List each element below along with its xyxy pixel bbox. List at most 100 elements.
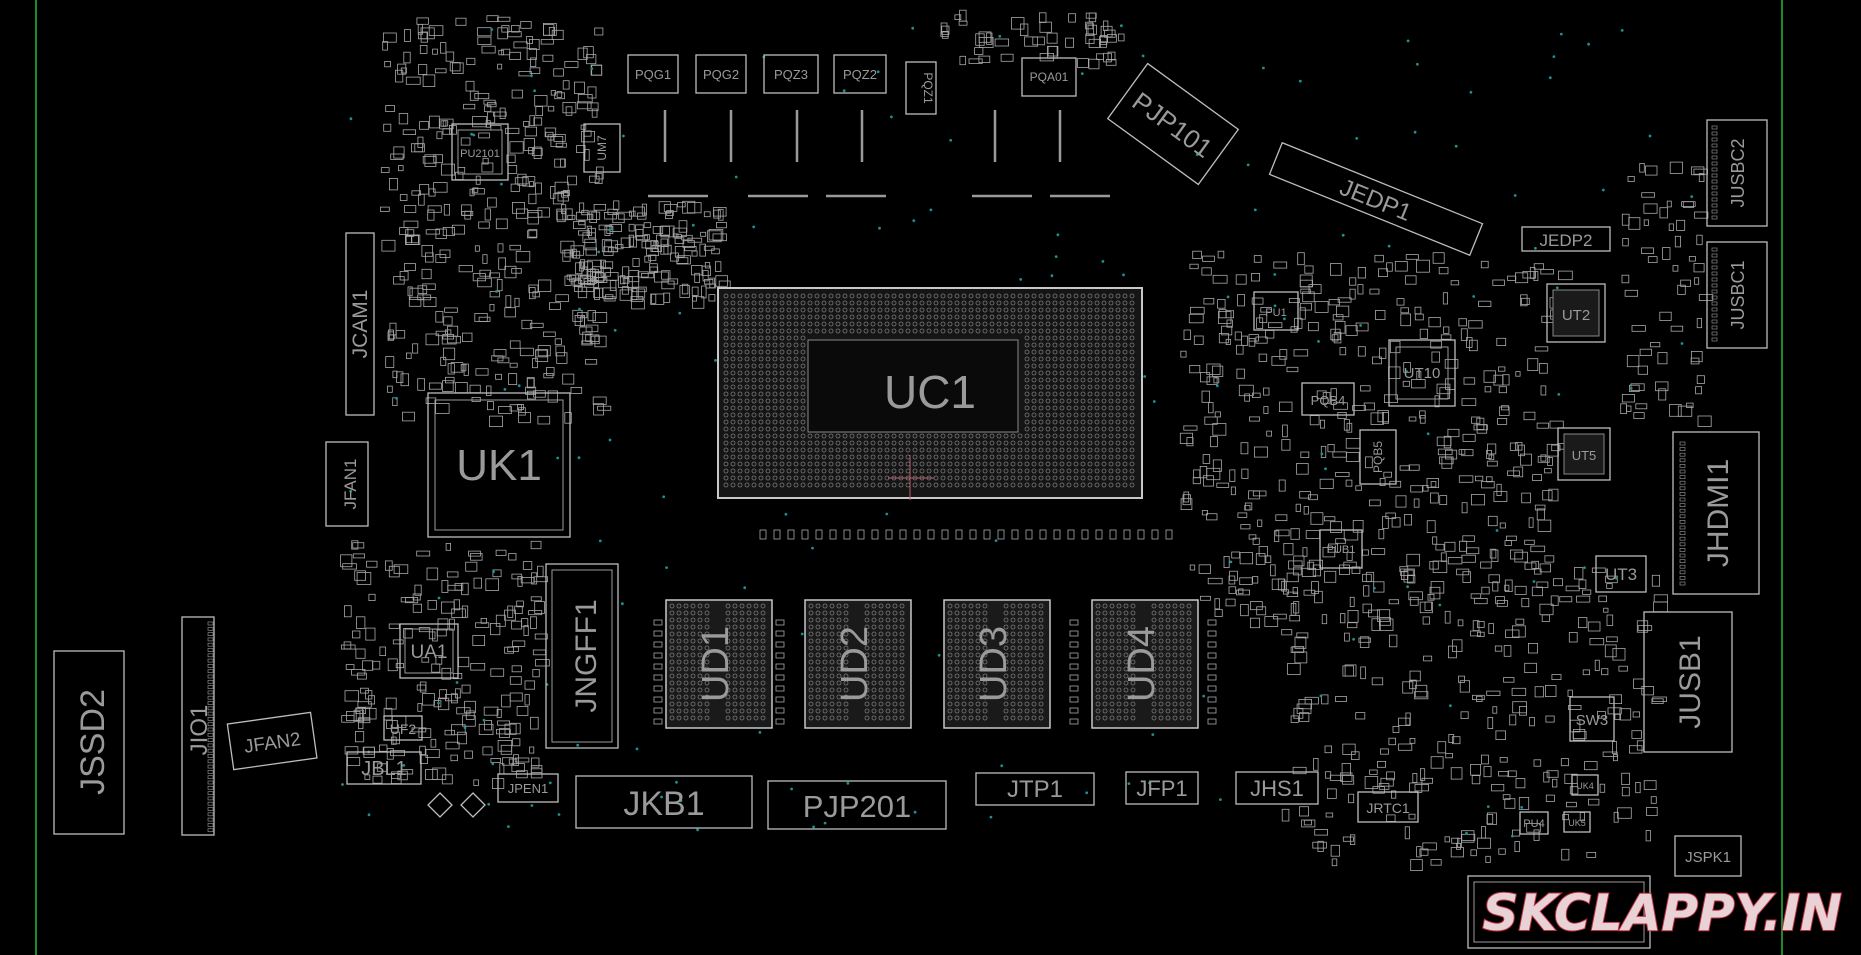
- mosfet-pqz3[interactable]: PQZ3: [763, 54, 819, 94]
- mosfet-pqz2[interactable]: PQZ2: [833, 54, 887, 94]
- chip-ut2[interactable]: UT2: [1546, 283, 1606, 343]
- chip-ua1[interactable]: UA1: [399, 623, 459, 679]
- chip-pub1[interactable]: PUB1: [1319, 529, 1363, 569]
- switch-sw3[interactable]: SW3: [1569, 696, 1615, 742]
- chip-ut3[interactable]: UT3: [1595, 555, 1647, 593]
- connector-jedp2[interactable]: JEDP2: [1521, 226, 1611, 252]
- jfan1-label: JFAN1: [341, 458, 360, 509]
- connector-jngff1[interactable]: JNGFF1: [545, 563, 619, 749]
- connector-jedp1[interactable]: JEDP1: [1268, 141, 1484, 257]
- chip-uk4[interactable]: UK4: [1571, 774, 1599, 796]
- ud2-ball-grid: [808, 603, 905, 721]
- jusbc2-label: JUSBC2: [1728, 138, 1748, 207]
- uk5-label: UK5: [1568, 818, 1586, 828]
- chip-pu1[interactable]: PU1: [1253, 291, 1299, 331]
- jio1-pins: [207, 621, 214, 833]
- jcam1-label: JCAM1: [349, 290, 372, 359]
- pqz2-label: PQZ2: [843, 67, 877, 82]
- inductor-row: [648, 110, 1110, 198]
- jedp1-label: JEDP1: [1336, 174, 1415, 227]
- connector-jspk1[interactable]: JSPK1: [1674, 835, 1742, 877]
- uk4-label: UK4: [1576, 781, 1594, 791]
- uk1-label: UK1: [456, 441, 542, 490]
- pqb5-label: PQB5: [1371, 441, 1385, 473]
- pqg1-label: PQG1: [635, 67, 671, 82]
- pqb4-label: PQB4: [1311, 393, 1346, 408]
- connector-jkb1[interactable]: JKB1: [575, 775, 753, 829]
- pjp201-label: PJP201: [803, 789, 912, 824]
- chip-pqb4[interactable]: PQB4: [1301, 382, 1355, 416]
- connector-jio1[interactable]: JIO1: [181, 616, 215, 836]
- mounting-diamond-2: [460, 792, 486, 818]
- chip-um7[interactable]: UM7: [583, 123, 621, 173]
- jusb1-label: JUSB1: [1674, 635, 1707, 728]
- mosfet-pqz1[interactable]: PQZ1: [905, 61, 937, 115]
- connector-pjp101[interactable]: PJP101: [1106, 62, 1240, 186]
- mosfet-pqa01[interactable]: PQA01: [1021, 57, 1077, 97]
- ut10-label: UT10: [1404, 365, 1441, 382]
- pjp101-label: PJP101: [1127, 86, 1218, 164]
- uc1-label: UC1: [884, 366, 976, 418]
- jfp1-label: JFP1: [1136, 776, 1187, 801]
- watermark-text: SKCLAPPY.IN: [1483, 884, 1842, 942]
- connector-jtp1[interactable]: JTP1: [975, 772, 1095, 806]
- jtp1-label: JTP1: [1007, 776, 1063, 803]
- connector-jusb1[interactable]: JUSB1: [1643, 611, 1733, 753]
- connector-jssd2[interactable]: JSSD2: [53, 650, 125, 835]
- memory-ud2[interactable]: UD2: [804, 599, 912, 729]
- cpu-uc1[interactable]: UC1: [717, 287, 1143, 500]
- jrtc1-label: JRTC1: [1366, 800, 1410, 816]
- pu2101-label: PU2101: [460, 148, 500, 160]
- jusbc1-label: JUSBC1: [1728, 260, 1748, 329]
- um7-label: UM7: [595, 135, 609, 161]
- ut2-label: UT2: [1562, 307, 1590, 324]
- mosfet-pqg2[interactable]: PQG2: [695, 54, 747, 94]
- jfan2-label: JFAN2: [243, 729, 302, 758]
- jedp2-label: JEDP2: [1540, 231, 1593, 250]
- jpen1-label: JPEN1: [508, 781, 548, 796]
- jbl1-label: JBL1: [361, 758, 407, 780]
- ud2-label: UD2: [834, 626, 876, 702]
- uf2-label: UF2: [390, 721, 417, 737]
- jspk1-label: JSPK1: [1685, 849, 1731, 866]
- connector-jpen1[interactable]: JPEN1: [497, 773, 559, 803]
- pqz3-label: PQZ3: [774, 67, 808, 82]
- chip-uk1[interactable]: UK1: [427, 392, 571, 538]
- chip-pu4[interactable]: PU4: [1519, 811, 1549, 835]
- connector-jfan2[interactable]: JFAN2: [226, 711, 318, 771]
- pqa01-label: PQA01: [1030, 70, 1069, 84]
- chip-uk5[interactable]: UK5: [1563, 811, 1591, 833]
- connector-jhdmi1[interactable]: JHDMI1: [1672, 431, 1760, 595]
- jusbc1-pins: [1711, 247, 1718, 342]
- pub1-label: PUB1: [1327, 544, 1356, 556]
- connector-jrtc1[interactable]: JRTC1: [1357, 791, 1419, 823]
- pu4-label: PU4: [1523, 818, 1544, 830]
- chip-uf2[interactable]: UF2: [383, 715, 423, 741]
- ud3-ball-grid: [947, 603, 1044, 721]
- pqz1-label: PQZ1: [921, 72, 935, 104]
- connector-jusbc2[interactable]: JUSBC2: [1706, 119, 1768, 227]
- pqg2-label: PQG2: [703, 67, 739, 82]
- connector-pjp201[interactable]: PJP201: [767, 780, 947, 830]
- mounting-diamond-1: [427, 792, 453, 818]
- connector-jhs1[interactable]: JHS1: [1235, 771, 1319, 805]
- connector-jbl1[interactable]: JBL1: [346, 751, 422, 785]
- ud1-ball-grid: [669, 603, 766, 721]
- jhdmi1-label: JHDMI1: [1702, 459, 1735, 567]
- mosfet-pqg1[interactable]: PQG1: [627, 54, 679, 94]
- memory-ud4[interactable]: UD4: [1091, 599, 1199, 729]
- chip-pqb5[interactable]: PQB5: [1359, 429, 1397, 485]
- connector-jcam1[interactable]: JCAM1: [345, 232, 375, 416]
- chip-pu2101[interactable]: PU2101: [451, 123, 509, 181]
- chip-ut10[interactable]: UT10: [1388, 339, 1456, 407]
- chip-ut5[interactable]: UT5: [1557, 427, 1611, 481]
- memory-ud1[interactable]: UD1: [665, 599, 773, 729]
- memory-ud3[interactable]: UD3: [943, 599, 1051, 729]
- connector-jusbc1[interactable]: JUSBC1: [1706, 241, 1768, 349]
- connector-jfp1[interactable]: JFP1: [1125, 771, 1199, 805]
- connector-jfan1[interactable]: JFAN1: [325, 441, 369, 527]
- jssd2-label: JSSD2: [74, 689, 112, 795]
- jkb1-label: JKB1: [623, 785, 704, 823]
- ut5-label: UT5: [1572, 448, 1597, 463]
